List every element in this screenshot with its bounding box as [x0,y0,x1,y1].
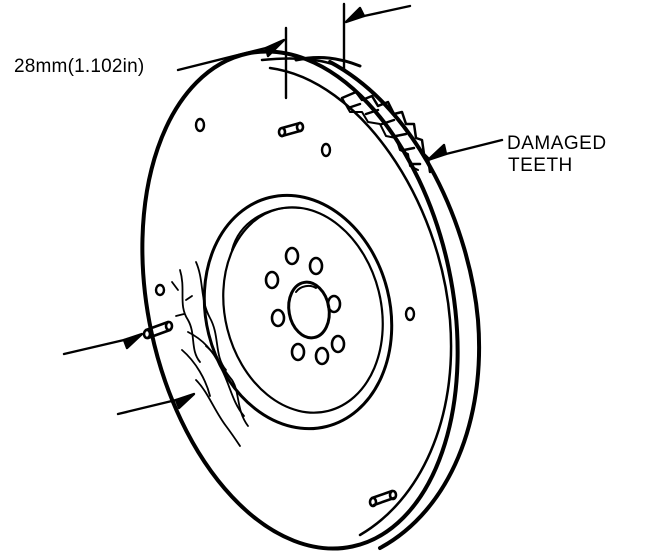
damaged-teeth-label-line2: TEETH [508,155,573,176]
crank-bolt-holes [264,246,346,366]
damaged-teeth-leader [426,138,504,162]
ring-gear-teeth [340,90,432,174]
center-bore [287,280,331,340]
dimension-label: 28mm(1.102in) [14,56,145,77]
hub-flange [202,193,394,431]
damaged-teeth-label-line1: DAMAGED [507,133,607,154]
dowel-pins [142,121,398,508]
inspection-arrows [62,332,196,416]
dimension-lines [176,2,412,100]
mounting-holes [154,117,416,322]
scoring-marks [171,261,249,447]
damaged-teeth-label: DAMAGED TEETH [507,133,607,177]
